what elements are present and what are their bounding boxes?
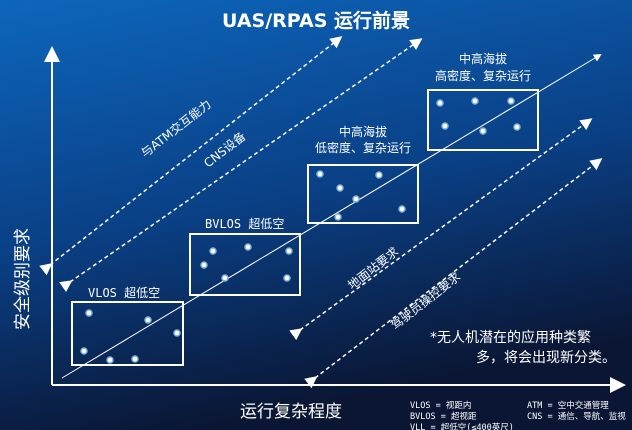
box-label: BVLOS 超低空 bbox=[205, 216, 284, 231]
legend-cns: CNS = 通信、导航、监视 bbox=[527, 411, 626, 422]
box-mid-high-density: 中高海拔 高密度、复杂运行 bbox=[427, 51, 539, 151]
data-dot bbox=[507, 97, 515, 105]
data-dot bbox=[283, 274, 291, 282]
legend-atm: ATM = 空中交通管理 bbox=[527, 400, 609, 411]
data-dot bbox=[221, 274, 229, 282]
box-label-line2: 低密度、复杂运行 bbox=[315, 140, 411, 155]
data-dot bbox=[352, 195, 360, 203]
data-dot bbox=[85, 309, 93, 317]
data-dot bbox=[336, 184, 344, 192]
data-dot bbox=[173, 329, 181, 337]
data-dot bbox=[209, 247, 217, 255]
data-dot bbox=[316, 170, 324, 178]
data-dot bbox=[436, 99, 444, 107]
box-vlos: VLOS 超低空 bbox=[71, 285, 184, 366]
data-dot bbox=[479, 127, 487, 135]
note-line1: *无人机潜在的应用种类繁 bbox=[430, 329, 591, 346]
data-dot bbox=[144, 316, 152, 324]
note-line2: 多，将会出现新分类。 bbox=[476, 349, 616, 366]
data-dot bbox=[398, 205, 406, 213]
legend-vll: VLL = 超低空(≤400英尺) bbox=[410, 422, 514, 430]
box-mid-low-density: 中高海拔 低密度、复杂运行 bbox=[307, 124, 419, 224]
data-dot bbox=[131, 355, 139, 363]
legend-vlos: VLOS = 视距内 bbox=[410, 400, 471, 411]
title: UAS/RPAS 运行前景 bbox=[222, 9, 410, 32]
data-dot bbox=[80, 347, 88, 355]
box-label-line1: 中高海拔 bbox=[459, 51, 507, 66]
y-axis-label: 安全级别要求 bbox=[13, 228, 33, 330]
data-dot bbox=[375, 171, 383, 179]
data-dot bbox=[334, 213, 342, 221]
box-label-line1: 中高海拔 bbox=[339, 124, 387, 139]
data-dot bbox=[285, 247, 293, 255]
box-label-line2: 高密度、复杂运行 bbox=[435, 68, 531, 83]
x-axis-label: 运行复杂程度 bbox=[240, 402, 342, 422]
box-label: VLOS 超低空 bbox=[88, 285, 160, 300]
data-dots bbox=[80, 97, 521, 364]
legend-bvlos: BVLOS = 超视距 bbox=[410, 411, 477, 422]
box-bvlos: BVLOS 超低空 bbox=[189, 216, 301, 296]
data-dot bbox=[513, 123, 521, 131]
pilot-dashed-line bbox=[304, 158, 603, 389]
cns-dashed-line bbox=[59, 38, 423, 293]
data-dot bbox=[244, 243, 252, 251]
data-dot bbox=[471, 97, 479, 105]
data-dot bbox=[106, 356, 114, 364]
data-dot bbox=[200, 261, 208, 269]
data-dot bbox=[441, 122, 449, 130]
